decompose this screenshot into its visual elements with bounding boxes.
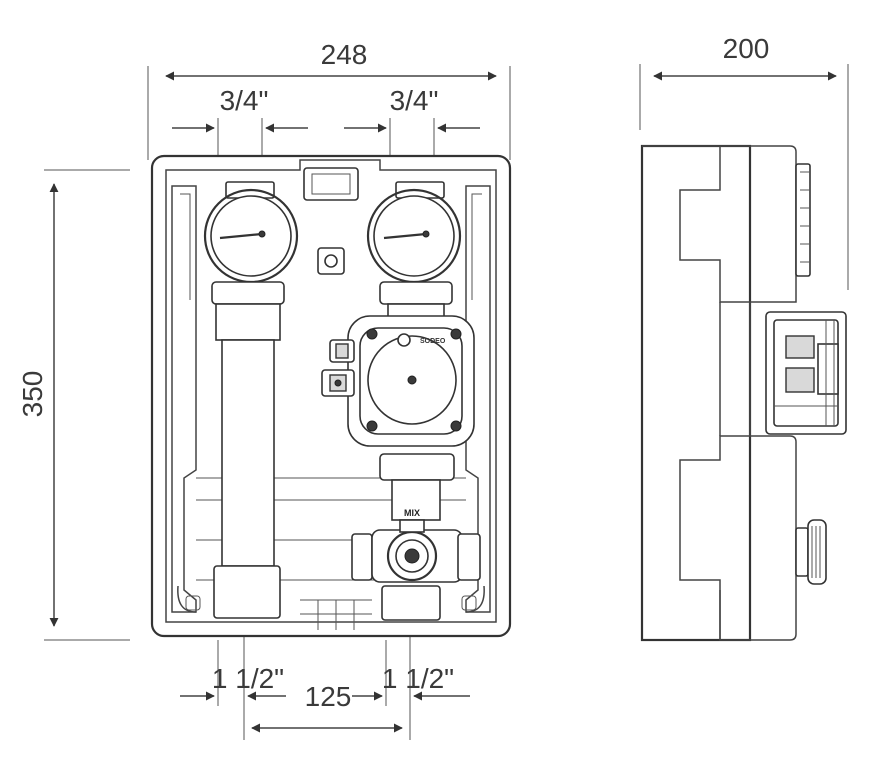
bottom-right-connection-label: 1 1/2" [382, 663, 454, 694]
dimension-bottom-left-connection: 1 1/2" [180, 600, 286, 740]
dimension-depth: 200 [639, 33, 849, 290]
side-pump [765, 311, 847, 435]
left-pipe [211, 281, 285, 619]
left-thermometer [203, 181, 299, 284]
dimension-width: 248 [147, 39, 511, 160]
right-pipe [379, 281, 455, 621]
width-label: 248 [321, 39, 368, 70]
pipe-spacing-label: 125 [305, 681, 352, 712]
dimension-top-left-connection: 3/4" [172, 85, 308, 190]
bottom-left-connection-label: 1 1/2" [212, 663, 284, 694]
pump-brand: SODEO [420, 338, 446, 345]
height-label: 350 [17, 371, 48, 418]
dimension-bottom-right-connection: 1 1/2" [352, 600, 470, 740]
right-thermometer [366, 181, 462, 284]
side-mixer-knob [795, 519, 827, 585]
top-left-connection-label: 3/4" [220, 85, 269, 116]
front-view: SODEO MIX [150, 154, 512, 638]
depth-label: 200 [723, 33, 770, 64]
dimension-top-right-connection: 3/4" [344, 85, 480, 190]
side-back-plate [640, 144, 752, 642]
mixing-valve: MIX [351, 508, 481, 583]
top-right-connection-label: 3/4" [390, 85, 439, 116]
mixer-label: MIX [404, 508, 420, 518]
dimension-height: 350 [17, 169, 130, 641]
side-view [640, 144, 847, 642]
dimension-pipe-spacing: 125 [251, 681, 403, 733]
circulation-pump: SODEO [321, 315, 475, 447]
